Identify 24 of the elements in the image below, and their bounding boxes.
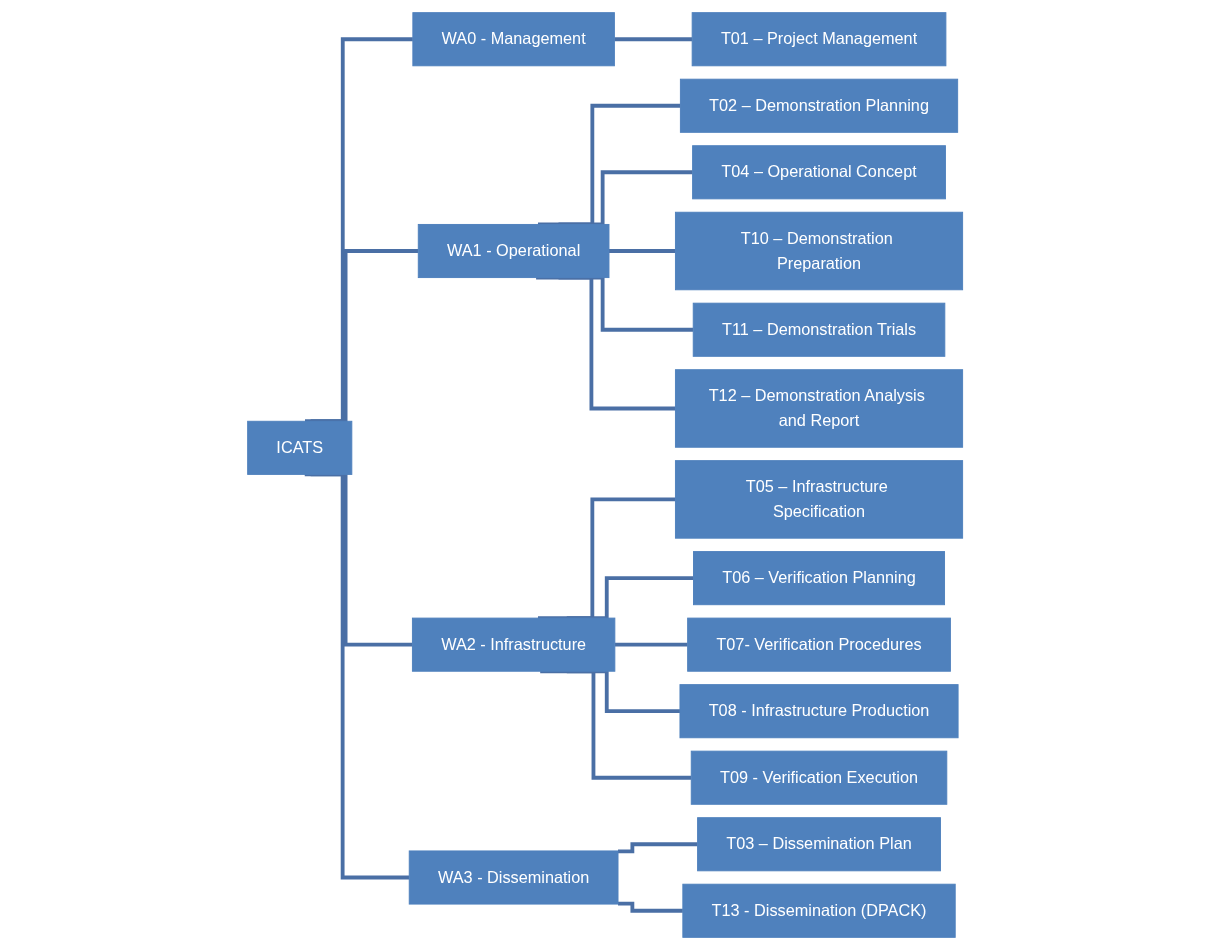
node-box: T06 – Verification Planning: [692, 550, 945, 605]
connector: [608, 248, 676, 253]
connector: [617, 901, 683, 913]
node-box: T07- Verification Procedures: [687, 617, 951, 672]
node-box: T03 – Dissemination Plan: [696, 816, 941, 871]
connector: [614, 642, 688, 647]
node-box: WA3 - Dissemination: [408, 849, 619, 905]
node-box: T12 – Demonstration Analysis and Report: [674, 368, 963, 448]
node-box: ICATS: [247, 420, 353, 475]
node-box: WA0 - Management: [412, 11, 615, 66]
connector: [617, 841, 698, 853]
node-box: T04 – Operational Concept: [692, 144, 946, 199]
connector: [614, 36, 692, 41]
node-box: WA1 - Operational: [417, 223, 610, 278]
node-box: T01 – Project Management: [691, 11, 947, 66]
node-box: T11 – Demonstration Trials: [692, 302, 946, 357]
node-box: T10 – Demonstration Preparation: [674, 211, 963, 290]
node-box: T02 – Demonstration Planning: [679, 78, 958, 133]
node-box: T05 – Infrastructure Specification: [674, 459, 963, 539]
connector: [304, 472, 410, 879]
node-box: T08 - Infrastructure Production: [679, 683, 959, 738]
node-box: T13 - Dissemination (DPACK): [682, 883, 956, 938]
node-box: WA2 - Infrastructure: [411, 617, 616, 672]
node-box: T09 - Verification Execution: [690, 750, 948, 805]
